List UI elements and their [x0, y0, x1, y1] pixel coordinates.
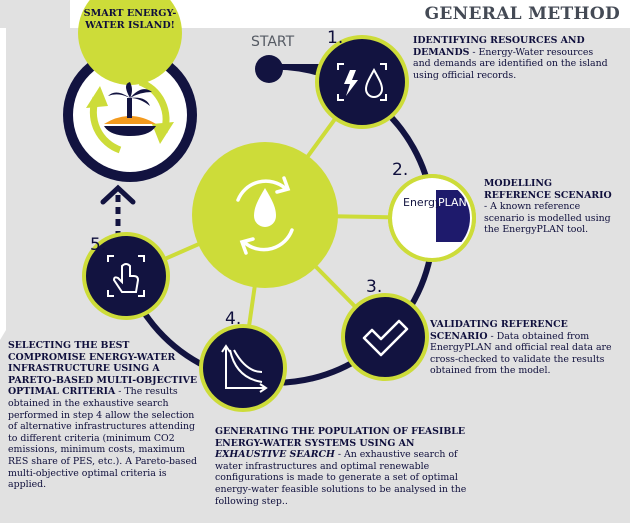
step-3-description: VALIDATING REFERENCE SCENARIO - Data obt… [430, 319, 626, 377]
step-4-description: GENERATING THE POPULATION OF FEASIBLE EN… [215, 426, 487, 507]
energyplan-logo-part2: PLAN [438, 196, 467, 209]
cycle-arrow-right-head [152, 122, 174, 144]
step-1-body: - Energy-Water resources and demands are… [413, 46, 608, 81]
start-label: START [251, 34, 295, 50]
start-dot [255, 55, 283, 83]
island-label-circle [78, 0, 182, 85]
step-1-number: 1. [327, 28, 344, 48]
step-5-body: - The results obtained in the exhaustive… [8, 386, 197, 491]
page-title: GENERAL METHOD [424, 4, 620, 24]
step-4-heading: GENERATING THE POPULATION OF FEASIBLE EN… [215, 426, 465, 449]
hub-water-drop-icon [254, 188, 276, 227]
step-2-heading: MODELLING REFERENCE SCENARIO [484, 178, 612, 201]
node-3-circle [341, 293, 429, 381]
pareto-curve-icon [221, 344, 268, 393]
cycle-arrow-left-head [86, 86, 108, 108]
step-2-description: MODELLING REFERENCE SCENARIO - A known r… [484, 178, 616, 236]
island-label: SMART ENERGY-WATER ISLAND! [83, 8, 177, 31]
palm-trunk [127, 98, 132, 118]
step-3-heading: VALIDATING REFERENCE SCENARIO [430, 319, 568, 342]
energyplan-logo: Energy PLAN [394, 180, 470, 256]
step-2-number: 2. [392, 160, 409, 180]
island-sand [104, 116, 156, 124]
step-1-heading: IDENTIFYING RESOURCES AND DEMANDS [413, 35, 585, 58]
palm-leaves [108, 82, 152, 106]
step-4-heading-italic: EXHAUSTIVE SEARCH [215, 449, 335, 461]
node-2-ring [388, 174, 476, 262]
island-icon [86, 78, 174, 154]
touch-select-icon [107, 255, 145, 297]
return-arrow-head [100, 184, 136, 205]
node-4-circle [199, 324, 287, 412]
step-5-heading: SELECTING THE BEST COMPROMISE ENERGY-WAT… [8, 340, 198, 398]
node-1-circle [315, 35, 409, 129]
step-4-body: - An exhaustive search of water infrastr… [215, 449, 467, 507]
step-1-description: IDENTIFYING RESOURCES AND DEMANDS - Ener… [413, 35, 613, 81]
energyplan-logo-part1: Energy [403, 196, 442, 209]
hub-cycle-icon [236, 176, 294, 255]
step-3-number: 3. [366, 277, 383, 297]
step-5-number: 5. [90, 235, 107, 255]
step-3-body: - Data obtained from EnergyPLAN and offi… [430, 330, 612, 377]
step-2-body: - A known reference scenario is modelled… [484, 201, 611, 236]
energy-water-icon [337, 63, 387, 101]
checkmark-icon [362, 319, 409, 357]
step-5-description: SELECTING THE BEST COMPROMISE ENERGY-WAT… [8, 340, 202, 491]
island-water [104, 126, 156, 136]
background-panel-top [0, 0, 70, 28]
step-4-number: 4. [225, 309, 242, 329]
node-5-circle [82, 232, 170, 320]
